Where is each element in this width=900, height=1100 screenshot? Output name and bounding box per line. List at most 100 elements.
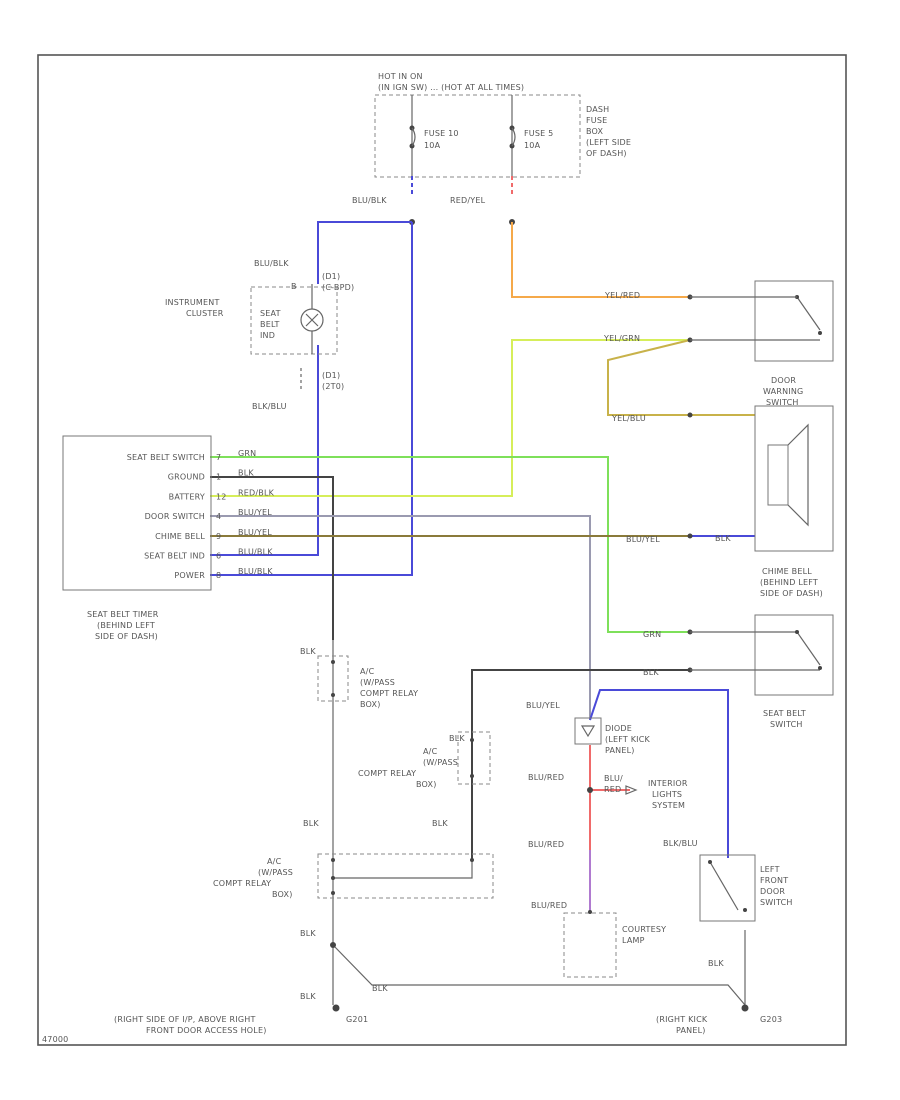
- ground-g201-label-1: (RIGHT SIDE OF I/P, ABOVE RIGHT: [114, 1015, 256, 1024]
- instrument-cluster: BLU/BLK B (D1) (C-BPD) INSTRUMENT CLUSTE…: [165, 259, 354, 411]
- timer-row-pin: 6: [216, 552, 221, 561]
- fuse-10-label: FUSE 10: [424, 129, 459, 138]
- fuse-box-location-2: FUSE: [586, 116, 607, 125]
- timer-caption-1: SEAT BELT TIMER: [87, 610, 159, 619]
- timer-row-label: CHIME BELL: [155, 532, 205, 541]
- left-door-switch-label-3: DOOR: [760, 887, 785, 896]
- timer-row-pin: 1: [216, 473, 221, 482]
- relay-1-label-1: A/C: [360, 667, 375, 676]
- wire-blu-blk-power: [210, 222, 413, 576]
- diode-label-3: PANEL): [605, 746, 635, 755]
- fuse-box-hot-label-1: HOT IN ON: [378, 72, 423, 81]
- timer-row-wire: BLK: [238, 469, 254, 478]
- wire-label-blu-yel-bell: BLU/YEL: [626, 535, 660, 544]
- blu-red-opt-1: BLU/: [604, 774, 623, 783]
- relay-2-label-4: BOX): [416, 780, 437, 789]
- fuse-box-location-4: (LEFT SIDE: [586, 138, 631, 147]
- wire-label-blk-mid: BLK: [432, 819, 448, 828]
- cluster-conn-bottom-1: (D1): [322, 371, 340, 380]
- wire-label-blk-right: BLK: [708, 959, 724, 968]
- wire-yel-red: [511, 222, 690, 298]
- courtesy-lamp-label-1: COURTESY: [622, 925, 666, 934]
- cluster-indicator-2: BELT: [260, 320, 280, 329]
- ac-relay-1: BLK A/C (W/PASS COMPT RELAY BOX): [300, 647, 418, 709]
- wire-label-blk-switch: BLK: [643, 668, 659, 677]
- cluster-label-1: INSTRUMENT: [165, 298, 220, 307]
- timer-row-label: POWER: [174, 571, 205, 580]
- wire-label-blu-blk-top: BLU/BLK: [352, 196, 387, 205]
- timer-row-wire: RED/BLK: [238, 488, 275, 497]
- ac-relay-2: BLK A/C (W/PASS COMPT RELAY BOX): [358, 731, 491, 789]
- wire-label-blk-left-2: BLK: [303, 819, 319, 828]
- wire-label-blu-red-1: BLU/RED: [528, 773, 564, 782]
- interior-lights-label-1: INTERIOR: [648, 779, 688, 788]
- timer-row-label: BATTERY: [169, 492, 205, 501]
- ground-g203-id: G203: [760, 1015, 782, 1024]
- left-door-switch-label-1: LEFT: [760, 865, 780, 874]
- left-door-switch-label-4: SWITCH: [760, 898, 793, 907]
- wire-grn: [210, 456, 690, 633]
- chime-bell: YEL/BLU BLU/YEL BLK CHIME BELL (BEHIND L…: [611, 405, 834, 598]
- wire-label-blk-blu-cluster: BLK/BLU: [252, 402, 287, 411]
- timer-caption-3: SIDE OF DASH): [95, 632, 158, 641]
- wire-label-red-yel: RED/YEL: [450, 196, 486, 205]
- fuse-box-outline: [374, 94, 581, 178]
- door-warning-switch: YEL/RED YEL/GRN DOOR WARNING SWITCH: [603, 280, 834, 407]
- timer-row-wire: BLU/BLK: [238, 548, 273, 557]
- ground-g203-label-1: (RIGHT KICK: [656, 1015, 708, 1024]
- blu-red-opt-2: RED: [604, 785, 621, 794]
- cluster-indicator-3: IND: [260, 331, 275, 340]
- wire-label-blu-blk-cluster: BLU/BLK: [254, 259, 289, 268]
- wire-label-blu-yel-ind: BLU/YEL: [526, 701, 560, 710]
- wire-blk-bottom: [332, 944, 746, 1006]
- timer-row-pin: 12: [216, 492, 227, 501]
- fuse-box-location-1: DASH: [586, 105, 609, 114]
- ground-g201-label-2: FRONT DOOR ACCESS HOLE): [146, 1026, 267, 1035]
- chime-bell-label-1: CHIME BELL: [762, 567, 812, 576]
- cluster-pin-b: B: [291, 282, 297, 291]
- wire-label-blk-blu-door: BLK/BLU: [663, 839, 698, 848]
- cluster-conn-top-1: (D1): [322, 272, 340, 281]
- relay-2-pin-label: BLK: [449, 734, 465, 743]
- fuse-box-location-3: BOX: [586, 127, 604, 136]
- diode: BLU/YEL DIODE (LEFT KICK PANEL): [526, 701, 651, 755]
- diagram-frame: [37, 54, 847, 1046]
- relay-3-label-4: BOX): [272, 890, 293, 899]
- wire-label-yel-blu: YEL/BLU: [611, 414, 646, 423]
- timer-caption-2: (BEHIND LEFT: [97, 621, 155, 630]
- relay-2-label-2: (W/PASS: [423, 758, 458, 767]
- relay-2-label-3: COMPT RELAY: [358, 769, 416, 778]
- courtesy-lamp-label-2: LAMP: [622, 936, 645, 945]
- timer-row-pin: 8: [216, 571, 221, 580]
- timer-row-label: DOOR SWITCH: [145, 512, 205, 521]
- wire-blk-switch: [471, 669, 690, 860]
- seat-belt-switch-label-2: SWITCH: [770, 720, 803, 729]
- wire-label-yel-red: YEL/RED: [604, 291, 640, 300]
- fuse-5-amp: 10A: [524, 141, 541, 150]
- ground-g203-label-2: PANEL): [676, 1026, 706, 1035]
- relay-2-label-1: A/C: [423, 747, 438, 756]
- ac-relay-3: A/C (W/PASS COMPT RELAY BOX): [213, 853, 494, 899]
- wire-blu-yel-door: [210, 515, 591, 720]
- cluster-conn-bottom-2: (2T0): [322, 382, 344, 391]
- wire-label-blk-g201-lower: BLK: [300, 992, 316, 1001]
- splice-blu-red: [587, 787, 593, 793]
- ground-g203: G203 (RIGHT KICK PANEL): [656, 1004, 782, 1035]
- wire-label-blk-left: BLK: [300, 647, 316, 656]
- timer-row-wire: BLU/YEL: [238, 528, 272, 537]
- diode-label-2: (LEFT KICK: [605, 735, 651, 744]
- diode-label-1: DIODE: [605, 724, 632, 733]
- relay-3-label-2: (W/PASS: [258, 868, 293, 877]
- chime-bell-label-2: (BEHIND LEFT: [760, 578, 818, 587]
- wire-yel-blu: [607, 339, 755, 416]
- wire-label-blk-g201: BLK: [300, 929, 316, 938]
- wire-label-blk-bottom: BLK: [372, 984, 388, 993]
- figure-id: 47000: [42, 1035, 68, 1044]
- timer-row-wire: BLU/YEL: [238, 508, 272, 517]
- ground-g201-id: G201: [346, 1015, 368, 1024]
- timer-row-pin: 7: [216, 453, 221, 462]
- wire-blu-blk-cluster: [317, 221, 412, 284]
- cluster-label-2: CLUSTER: [186, 309, 224, 318]
